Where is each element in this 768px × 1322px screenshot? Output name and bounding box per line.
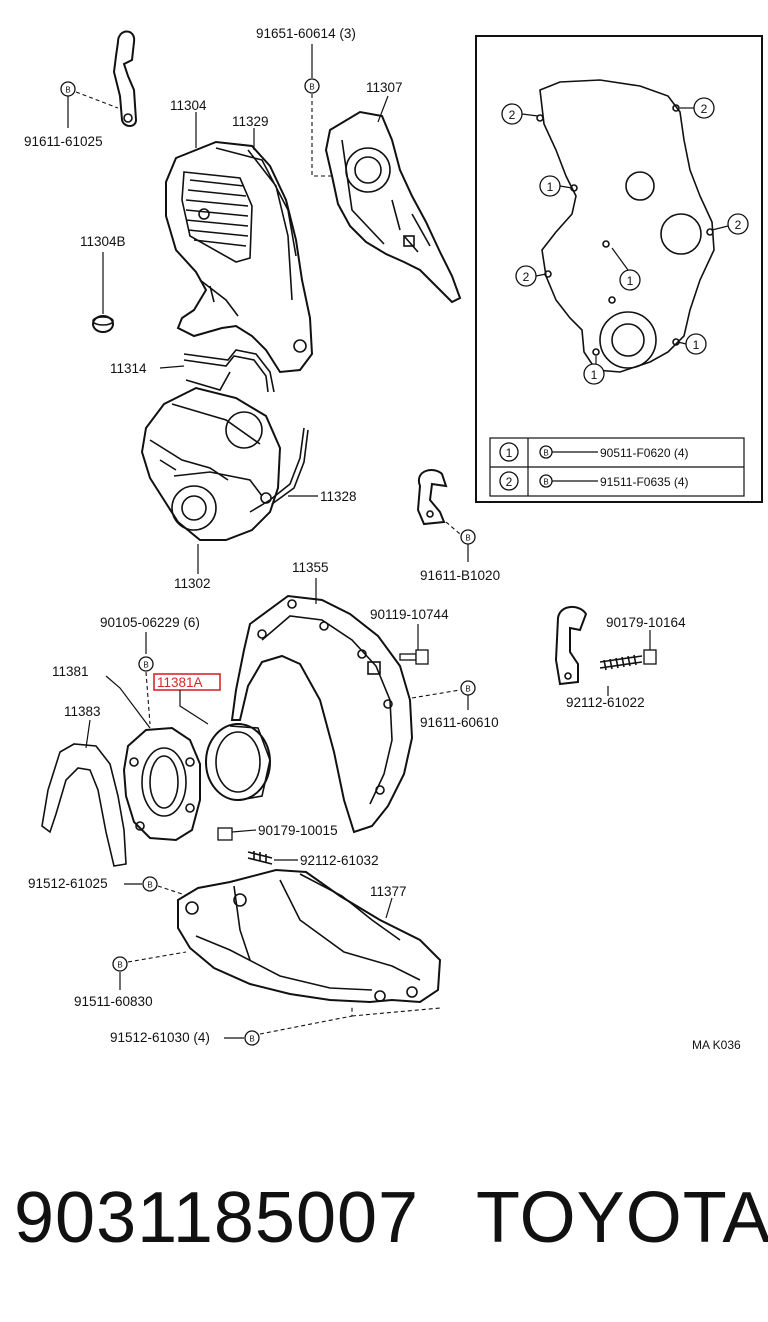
legend-row2-part: 91511-F0635 (4): [600, 475, 689, 489]
label-90179-10164: 90179-10164: [606, 615, 686, 630]
bolt-b-91611-61025: B: [60, 81, 76, 97]
svg-text:B: B: [249, 1035, 254, 1044]
label-91611-B1020: 91611-B1020: [420, 568, 500, 583]
label-90179-10015: 90179-10015: [258, 823, 338, 838]
upper-timing-cover-11304: [165, 140, 314, 374]
label-92112-61022: 92112-61022: [566, 695, 645, 710]
bolt-b-91611-B1020: B: [460, 529, 476, 545]
svg-text:B: B: [465, 534, 470, 543]
inset-legend-table: 1 2 B 90511-F0620 (4) B 91511-F0635 (4): [489, 437, 745, 497]
svg-text:2: 2: [509, 108, 516, 122]
label-11355: 11355: [292, 560, 329, 575]
diagram-code: MA K036: [692, 1038, 741, 1052]
svg-text:1: 1: [627, 274, 634, 288]
engine-hanger-upper: [112, 30, 138, 127]
label-91511-60830: 91511-60830: [74, 994, 153, 1009]
svg-text:1: 1: [547, 180, 554, 194]
svg-text:1: 1: [506, 446, 513, 460]
svg-text:B: B: [65, 86, 70, 95]
svg-text:1: 1: [693, 338, 700, 352]
label-11304B: 11304B: [80, 234, 126, 249]
svg-text:B: B: [543, 478, 548, 487]
svg-text:B: B: [143, 661, 148, 670]
label-11329: 11329: [232, 114, 269, 129]
svg-text:2: 2: [735, 218, 742, 232]
engine-hanger-right: [554, 606, 588, 686]
inset-marker-1b: 1: [619, 269, 641, 291]
label-91512-61030: 91512-61030 (4): [110, 1030, 210, 1045]
label-11302: 11302: [174, 576, 211, 591]
label-11381A: 11381A: [157, 675, 203, 690]
engine-hanger-middle: [416, 469, 448, 526]
highlight-box-11381A: [153, 673, 221, 691]
svg-text:2: 2: [523, 270, 530, 284]
svg-text:B: B: [117, 961, 122, 970]
svg-text:2: 2: [506, 475, 513, 489]
svg-text:B: B: [465, 685, 470, 694]
svg-text:2: 2: [701, 102, 708, 116]
label-11377: 11377: [370, 884, 407, 899]
footer-brand: TOYOTA: [476, 1178, 768, 1258]
timing-belt-cover-11307: [324, 110, 462, 304]
oil-seal-retainer-11381: [122, 726, 201, 842]
inset-seal-ring: [599, 311, 657, 369]
inset-marker-1c: 1: [685, 333, 707, 355]
inset-marker-2b: 2: [693, 97, 715, 119]
svg-text:B: B: [147, 881, 152, 890]
inset-marker-2c: 2: [727, 213, 749, 235]
inset-seal-bore: [611, 323, 645, 357]
label-11304: 11304: [170, 98, 207, 113]
plug-11304B: [92, 315, 114, 333]
inset-frame: [475, 35, 763, 503]
nut-90179-10164: [643, 649, 657, 665]
label-11307: 11307: [366, 80, 403, 95]
label-91651-60614: 91651-60614 (3): [256, 26, 356, 41]
svg-text:B: B: [309, 83, 314, 92]
stud-92112-61022: [599, 654, 643, 671]
bolt-b-91651-60614: B: [304, 78, 320, 94]
oil-pan-11377: [177, 868, 442, 1004]
label-90105-06229: 90105-06229 (6): [100, 615, 200, 630]
label-91611-60610: 91611-60610: [420, 715, 499, 730]
gasket-11328: [249, 427, 309, 513]
bolt-b-91512-61025: B: [142, 876, 158, 892]
bolt-b-91511-60830: B: [112, 956, 128, 972]
bolt-b-91611-60610: B: [460, 680, 476, 696]
inset-marker-2d: 2: [515, 265, 537, 287]
inset-hole-middle: [660, 213, 702, 255]
inset-panel: 2 2 1 2 1 2 1 1 1 2 B 90511-F0620 (4) B …: [475, 35, 763, 503]
inset-cover-outline: [539, 79, 715, 373]
label-91512-61025: 91512-61025: [28, 876, 108, 891]
svg-text:B: B: [543, 449, 548, 458]
svg-text:1: 1: [591, 368, 598, 382]
label-11383: 11383: [64, 704, 101, 719]
label-90119-10744: 90119-10744: [370, 607, 449, 622]
lower-timing-cover-11302: [140, 386, 282, 541]
inset-marker-2a: 2: [501, 103, 523, 125]
bolt-b-90105-06229: B: [138, 656, 154, 672]
label-92112-61032: 92112-61032: [300, 853, 379, 868]
gasket-11383: [41, 743, 127, 867]
label-11328: 11328: [320, 489, 357, 504]
label-91611-61025: 91611-61025: [24, 134, 103, 149]
label-11381: 11381: [52, 664, 89, 679]
oil-seal-11381A: [205, 723, 271, 801]
stud-92112-61032: [247, 851, 273, 865]
gasket-11314: [183, 349, 275, 393]
nut-90179-10015: [217, 827, 233, 841]
end-plate-11355: [230, 594, 414, 834]
legend-row1-part: 90511-F0620 (4): [600, 446, 689, 460]
label-11314: 11314: [110, 361, 147, 376]
inset-marker-1d: 1: [583, 363, 605, 385]
bolt-b-91512-61030: B: [244, 1030, 260, 1046]
inset-marker-1a: 1: [539, 175, 561, 197]
bolt-90119-10744: [399, 649, 429, 665]
inset-hole-upper: [625, 171, 655, 201]
footer-part-number: 9031185007: [14, 1178, 420, 1258]
